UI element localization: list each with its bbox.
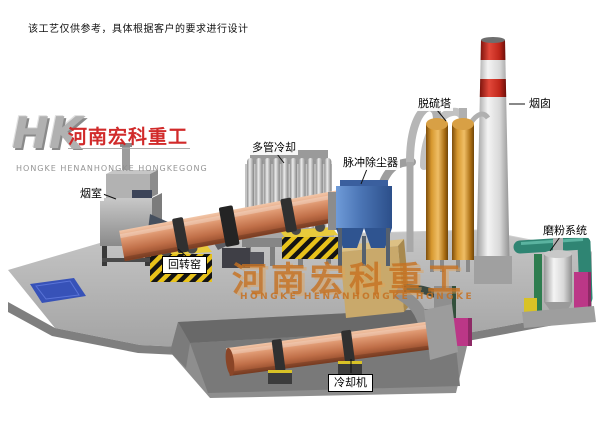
logo-monogram: HK xyxy=(12,108,83,159)
label-rotary-kiln: 回转窑 xyxy=(162,256,207,274)
logo-company-name-cn: 河南宏科重工 xyxy=(68,126,189,148)
label-cooling-machine: 冷却机 xyxy=(328,374,373,392)
cooling-machine-shape xyxy=(225,286,458,384)
label-desulfurization-tower: 脱硫塔 xyxy=(416,97,453,111)
brand-logo: HK 河南宏科重工 HONGKE HENANHONGKE HONGKEGONG xyxy=(8,108,207,188)
chimney-shape xyxy=(474,37,512,284)
label-smoke-chamber: 烟室 xyxy=(78,187,104,201)
pulse-dust-collector xyxy=(336,180,392,266)
logo-company-name-en: HONGKE HENANHONGKE HONGKEGONG xyxy=(16,164,208,173)
label-multi-tube-cooler: 多管冷却 xyxy=(250,141,298,155)
label-chimney: 烟囱 xyxy=(527,97,553,111)
blue-pallet xyxy=(30,278,86,303)
disclaimer-text: 该工艺仅供参考，具体根据客户的要求进行设计 xyxy=(28,24,249,35)
logo-divider xyxy=(68,148,190,149)
leader-lines xyxy=(102,103,561,373)
label-pulse-dust-collector: 脉冲除尘器 xyxy=(341,156,400,170)
label-grinding-system: 磨粉系统 xyxy=(541,224,589,238)
grinding-system xyxy=(513,236,596,328)
